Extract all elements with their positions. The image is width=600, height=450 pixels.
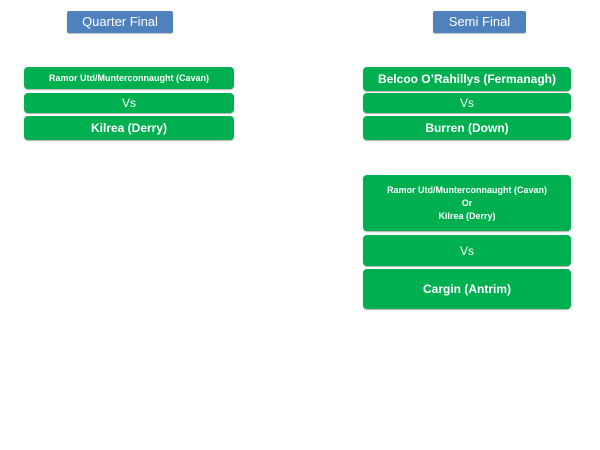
sf2-home-team: Ramor Utd/Munterconnaught (Cavan) Or Kil… (363, 175, 571, 231)
sf1-vs-label: Vs (363, 93, 571, 113)
qf-away-team: Kilrea (Derry) (24, 116, 234, 140)
semi-final-header: Semi Final (433, 11, 526, 33)
qf-vs-label: Vs (24, 93, 234, 113)
qf-home-team: Ramor Utd/Munterconnaught (Cavan) (24, 67, 234, 89)
sf2-home-line-2: Or (461, 197, 473, 208)
quarter-final-header: Quarter Final (67, 11, 173, 33)
sf2-vs-label: Vs (363, 235, 571, 266)
sf2-home-line-3: Kilrea (Derry) (438, 210, 496, 221)
sf2-home-line-1: Ramor Utd/Munterconnaught (Cavan) (386, 184, 547, 195)
sf1-away-team: Burren (Down) (363, 116, 571, 140)
sf2-away-team: Cargin (Antrim) (363, 269, 571, 309)
sf1-home-team: Belcoo O’Rahillys (Fermanagh) (363, 67, 571, 91)
